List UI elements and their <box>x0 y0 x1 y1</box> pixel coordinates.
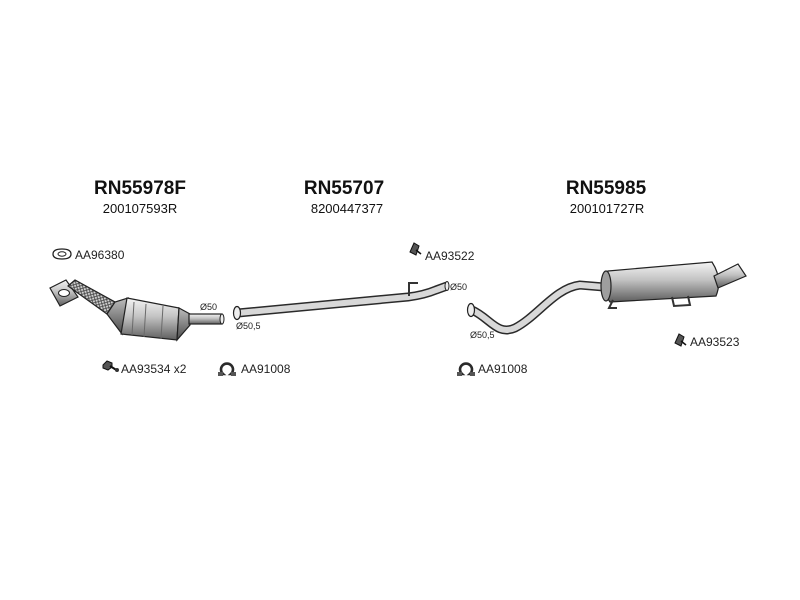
part-code-rear: RN55985 <box>565 178 647 199</box>
front-section-catalyst <box>49 279 225 342</box>
middle-pipe <box>232 281 450 321</box>
rear-pipe-body <box>470 281 605 333</box>
catalyst-outlet-cone <box>176 307 191 342</box>
hanger-icon <box>674 333 687 347</box>
hanger-mid-label: AA93522 <box>425 249 475 263</box>
diameter-rear-inlet: Ø50,5 <box>470 330 495 340</box>
gasket-icon <box>52 248 72 260</box>
bolt-kit-label: AA93534 x2 <box>121 362 187 376</box>
hanger-rear-label: AA93523 <box>690 335 740 349</box>
part-ref-front: 200107593R <box>102 201 178 216</box>
part-code-front: RN55978F <box>94 178 186 199</box>
clamp-front-label: AA91008 <box>241 362 291 376</box>
catalyst-outlet-end <box>219 313 225 325</box>
rear-section-muffler <box>466 261 747 335</box>
clamp-rear-label: AA91008 <box>478 362 528 376</box>
tail-pipe <box>713 263 747 289</box>
part-ref-rear: 200101727R <box>569 201 645 216</box>
hanger-icon <box>409 242 422 256</box>
muffler-front-bracket <box>607 299 617 309</box>
mid-pipe-body <box>237 283 449 316</box>
diameter-mid-inlet: Ø50,5 <box>236 321 261 331</box>
bolt-icon <box>102 360 119 372</box>
gasket-label: AA96380 <box>75 248 125 262</box>
catalyst-body <box>120 297 180 341</box>
diameter-mid-outlet: Ø50 <box>450 282 468 292</box>
clamp-icon <box>218 362 236 376</box>
catalyst-outlet-pipe <box>188 313 223 325</box>
rear-pipe-inlet <box>466 302 476 318</box>
part-code-middle: RN55707 <box>303 178 385 199</box>
diameter-cat-outlet: Ø50 <box>200 302 218 312</box>
mid-pipe-hanger <box>408 282 418 296</box>
muffler-end-cap <box>600 270 612 302</box>
muffler-body <box>602 261 720 303</box>
heat-shield-lines <box>131 301 164 340</box>
mid-pipe-outlet <box>444 281 450 291</box>
front-flange-hole <box>58 289 70 297</box>
clamp-icon <box>457 362 475 376</box>
muffler-hanger-bracket <box>671 295 692 308</box>
part-ref-middle: 8200447377 <box>310 201 384 216</box>
mid-pipe-inlet <box>232 305 242 321</box>
